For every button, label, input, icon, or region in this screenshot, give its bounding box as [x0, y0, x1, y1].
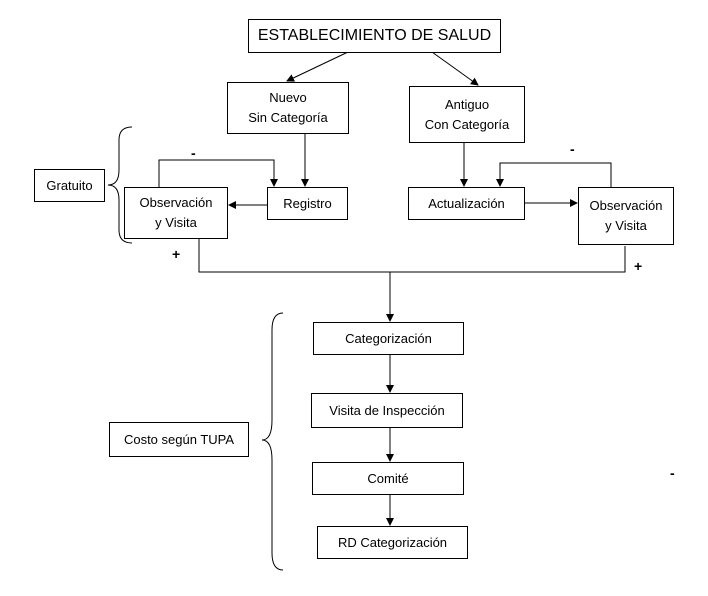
node-categorizacion: Categorización	[313, 322, 464, 355]
node-visita-inspeccion: Visita de Inspección	[311, 393, 463, 428]
node-registro: Registro	[267, 187, 348, 220]
node-antiguo: Antiguo Con Categoría	[409, 86, 525, 143]
sign-plus-left: +	[172, 246, 181, 262]
node-observacion-left: Observación y Visita	[124, 187, 228, 239]
node-observacion-right: Observación y Visita	[578, 187, 674, 245]
node-comite: Comité	[312, 462, 464, 495]
merge-line	[198, 239, 626, 273]
node-establecimiento: ESTABLECIMIENTO DE SALUD	[248, 19, 501, 53]
node-rd-categorizacion: RD Categorización	[317, 526, 468, 559]
brace-gratuito	[107, 126, 133, 244]
sign-minus-right: -	[570, 141, 575, 157]
sign-minus-far: -	[670, 465, 675, 481]
node-nuevo: Nuevo Sin Categoría	[227, 82, 349, 134]
loop-left	[158, 159, 278, 187]
arrow-root-nuevo	[286, 51, 349, 82]
label-costo-tupa: Costo según TUPA	[109, 422, 249, 457]
node-actualizacion: Actualización	[408, 187, 525, 220]
loop-right	[496, 162, 612, 187]
sign-plus-right: +	[634, 258, 643, 274]
arrow-root-antiguo	[431, 51, 479, 86]
sign-minus-left: -	[191, 145, 196, 161]
brace-costo	[261, 312, 284, 571]
label-gratuito: Gratuito	[34, 169, 105, 202]
